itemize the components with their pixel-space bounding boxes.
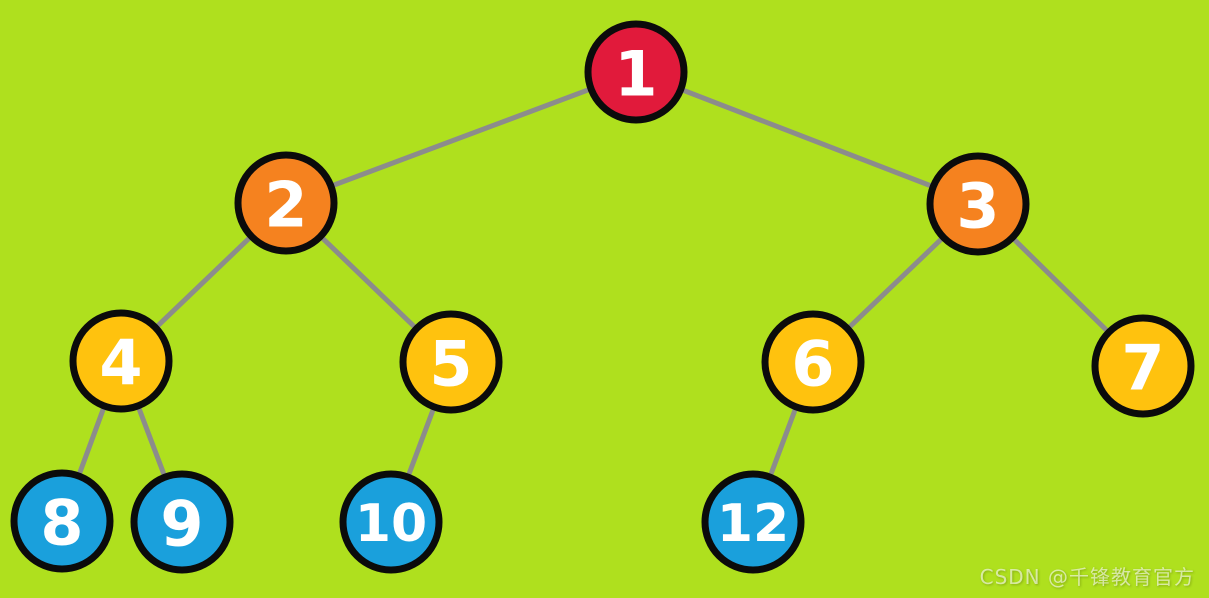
tree-edge-1-2 xyxy=(285,69,637,206)
node-circle-9 xyxy=(130,470,234,574)
tree-node-5: 5 xyxy=(399,310,503,414)
tree-node-4: 4 xyxy=(69,309,173,413)
watermark-text: CSDN @千锋教育官方 xyxy=(979,565,1195,589)
tree-node-6: 6 xyxy=(761,310,865,414)
node-label-8: 8 xyxy=(40,487,83,560)
tree-edge-1-3 xyxy=(635,69,979,207)
node-label-6: 6 xyxy=(791,328,834,401)
node-circle-6 xyxy=(761,310,865,414)
tree-node-2: 2 xyxy=(234,151,338,255)
node-label-5: 5 xyxy=(429,328,472,401)
node-circle-10 xyxy=(339,470,443,574)
tree-node-1: 1 xyxy=(584,20,688,124)
node-circle-5 xyxy=(399,310,503,414)
tree-node-12: 12 xyxy=(701,470,805,574)
tree-node-7: 7 xyxy=(1091,314,1195,418)
node-label-7: 7 xyxy=(1121,332,1164,405)
tree-node-10: 10 xyxy=(339,470,443,574)
node-circle-7 xyxy=(1091,314,1195,418)
node-circle-1 xyxy=(584,20,688,124)
node-label-12: 12 xyxy=(717,494,789,554)
node-circle-12 xyxy=(701,470,805,574)
tree-node-8: 8 xyxy=(10,469,114,573)
node-label-10: 10 xyxy=(355,494,427,554)
node-label-1: 1 xyxy=(614,38,657,111)
node-label-9: 9 xyxy=(160,488,203,561)
node-circle-2 xyxy=(234,151,338,255)
tree-node-9: 9 xyxy=(130,470,234,574)
node-label-2: 2 xyxy=(264,169,307,242)
node-circle-8 xyxy=(10,469,114,573)
tree-node-3: 3 xyxy=(926,152,1030,256)
node-circle-4 xyxy=(69,309,173,413)
node-label-4: 4 xyxy=(99,327,142,400)
node-circle-3 xyxy=(926,152,1030,256)
node-label-3: 3 xyxy=(956,170,999,243)
